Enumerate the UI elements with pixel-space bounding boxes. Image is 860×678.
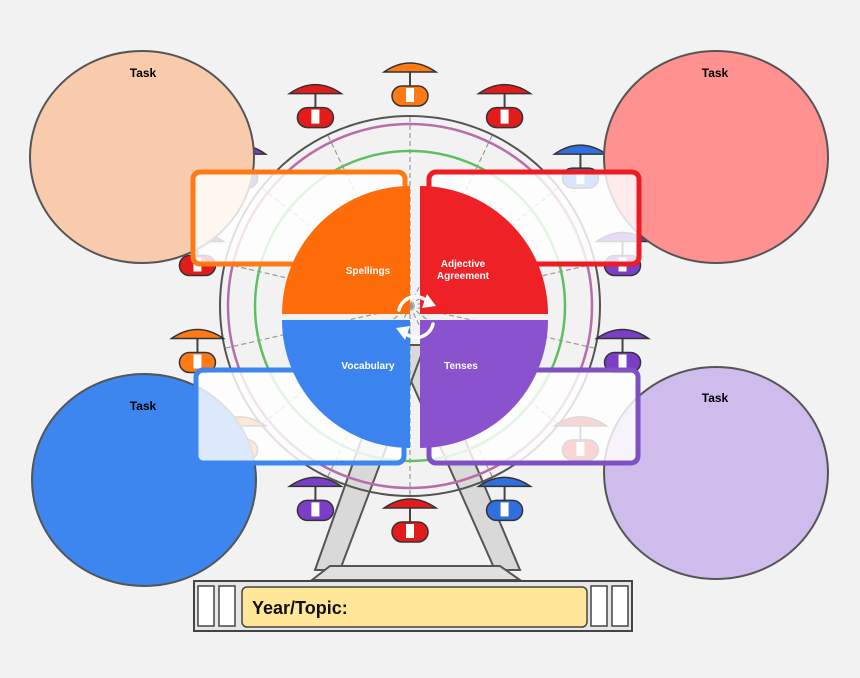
central-topic-wheel: Spellings Adjective Agreement Vocabulary… xyxy=(282,186,548,448)
footer-bar: Year/Topic: xyxy=(193,580,633,632)
gondola-car xyxy=(476,83,533,129)
task-label: Task xyxy=(130,66,157,80)
task-label: Task xyxy=(702,66,729,80)
quadrant-tenses[interactable] xyxy=(420,320,548,448)
quadrant-label-spellings: Spellings xyxy=(346,266,391,277)
gondola-car xyxy=(476,476,533,522)
quadrant-vocabulary[interactable] xyxy=(282,320,410,448)
outer-rim xyxy=(226,122,594,490)
task-label: Task xyxy=(702,391,729,405)
gondola-car xyxy=(594,328,651,374)
quadrant-label-adjective: Adjective xyxy=(441,259,486,270)
cycle-arrows-icon xyxy=(396,294,436,340)
gondola-car xyxy=(381,62,439,107)
year-topic-label: Year/Topic: xyxy=(252,598,348,618)
quadrant-spellings[interactable] xyxy=(282,186,410,314)
gondola-car xyxy=(169,328,226,374)
quadrant-adjective-agreement[interactable] xyxy=(420,186,548,314)
task-bubble-4[interactable]: Task xyxy=(603,366,829,580)
gondola-car xyxy=(287,83,344,129)
quadrant-label-vocabulary: Vocabulary xyxy=(341,361,395,372)
gondola-car xyxy=(381,498,439,543)
quadrant-label-tenses: Tenses xyxy=(444,361,478,372)
task-label: Task xyxy=(130,399,157,413)
quadrant-label-agreement: Agreement xyxy=(437,271,490,282)
task-bubble-2[interactable]: Task xyxy=(603,50,829,264)
gondola-car xyxy=(287,476,344,522)
wheel-structure xyxy=(219,115,601,497)
year-topic-field[interactable] xyxy=(241,586,588,628)
